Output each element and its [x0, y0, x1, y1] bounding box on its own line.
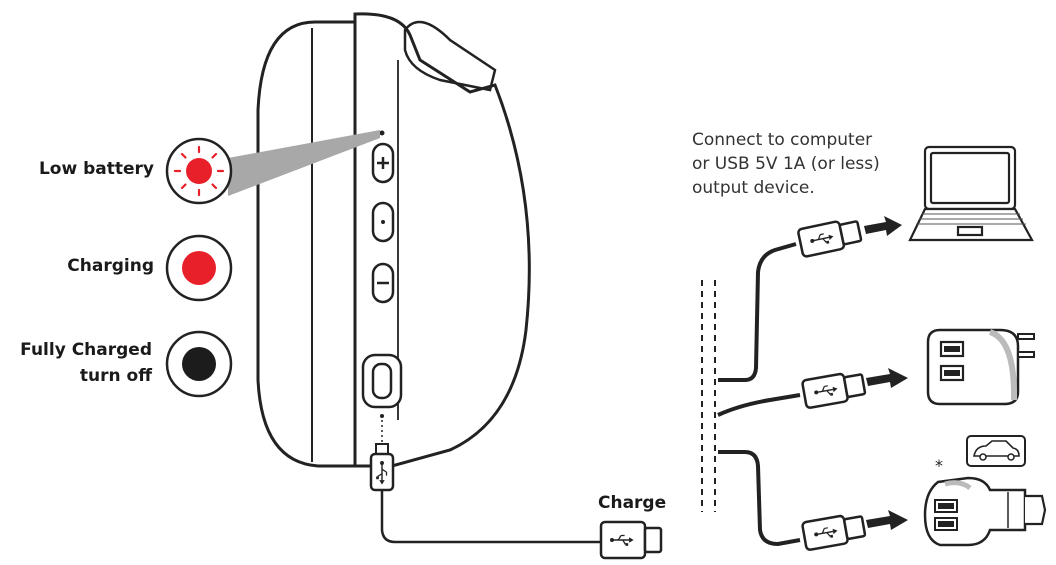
car-icon: [966, 435, 1026, 467]
right-arrow-icon: [864, 216, 902, 236]
fully-charged-led: [165, 330, 233, 398]
charge-label: Charge: [598, 493, 667, 513]
cable-to-car-charger: [718, 450, 801, 547]
led-indicator-dot: [379, 130, 385, 136]
volume-up-button[interactable]: [371, 142, 395, 184]
multi-function-button[interactable]: [371, 201, 395, 243]
usb-a-charge-plug: [599, 520, 663, 560]
usb-c-cable-plug: [369, 443, 395, 492]
right-arrow-icon: [866, 510, 908, 530]
charge-cable: [380, 490, 604, 544]
usb-plug-icon: [801, 372, 867, 409]
low-battery-led-light: [186, 158, 212, 184]
charging-led: [165, 234, 233, 302]
usb-plug-icon: [797, 220, 863, 258]
usb-c-port: [361, 353, 403, 409]
low-battery-label: Low battery: [38, 159, 154, 179]
charging-label: Charging: [67, 256, 154, 276]
headphone-earcup-icon: [256, 12, 531, 468]
led-light-beam: [228, 130, 380, 196]
laptop-icon: [908, 145, 1034, 242]
low-battery-led: [165, 137, 233, 205]
right-arrow-icon: [866, 368, 908, 388]
usb-wall-adapter-icon: [926, 328, 1035, 406]
connection-note: Connect to computer or USB 5V 1A (or les…: [692, 128, 880, 200]
usb-plug-icon: [801, 514, 867, 551]
usb-car-charger-icon: [923, 476, 1047, 547]
asterisk-mark: *: [935, 456, 943, 475]
cable-hub: [701, 280, 716, 512]
cable-to-wall-adapter: [717, 393, 801, 417]
note-line-1: Connect to computer: [692, 130, 873, 150]
turn-off-label: turn off: [79, 366, 152, 386]
note-line-3: output device.: [692, 178, 815, 198]
fully-charged-label: Fully Charged: [20, 340, 152, 360]
volume-down-button[interactable]: [371, 262, 395, 304]
note-line-2: or USB 5V 1A (or less): [692, 154, 880, 174]
cable-to-computer: [718, 242, 797, 382]
